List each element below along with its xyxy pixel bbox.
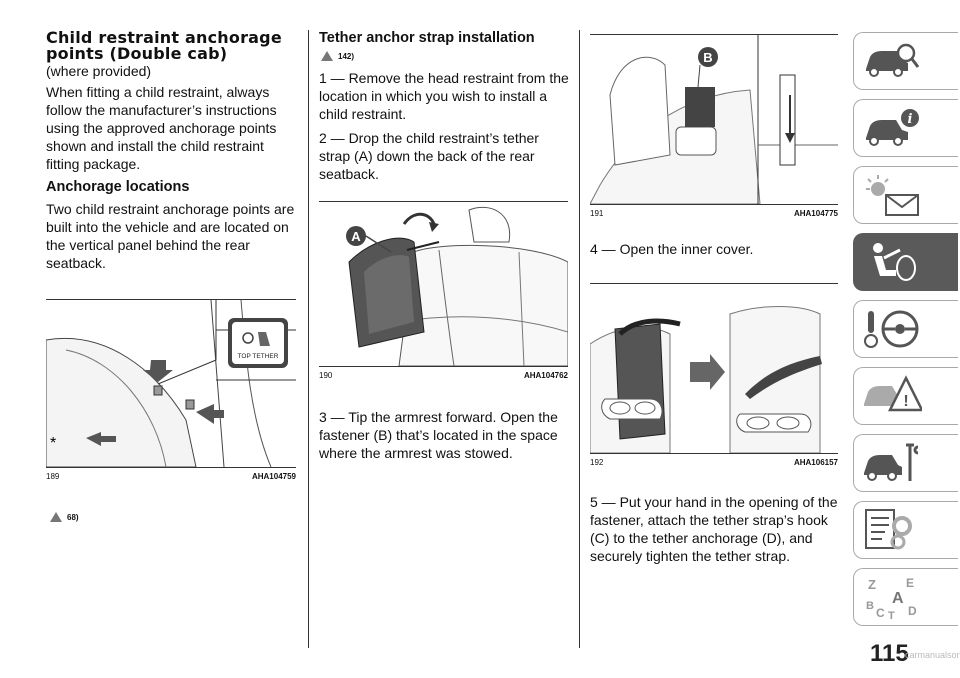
top-tether-badge: TOP TETHER [238,353,279,360]
figure-caption: 190 AHA104762 [319,371,568,380]
tab-warning-lights[interactable] [853,166,958,224]
svg-text:D: D [908,604,917,618]
figure-code: AHA104775 [793,209,838,218]
inner-cover-illustration [589,306,822,454]
figure-caption: 189 AHA104759 [46,472,296,481]
tab-knowing-vehicle[interactable] [853,32,958,90]
svg-text:A: A [892,590,904,607]
figure-caption: 191 AHA104775 [590,209,838,218]
warning-ref-number: 142) [338,51,355,61]
svg-text:i: i [908,112,913,127]
warning-triangle-icon [321,51,333,61]
label-a: A [351,229,361,244]
car-warning-icon: ! [864,375,922,412]
figure-191: B 191 AHA104775 [589,34,838,218]
anchorage-illustration: * TOP TETHER [45,299,296,468]
tab-emergency[interactable]: ! [853,367,958,425]
page-number: 115 [870,640,909,667]
figure-192: 192 AHA106157 [589,283,838,467]
tab-servicing[interactable] [853,434,958,492]
svg-text:Z: Z [868,577,876,592]
step-2: 2 — Drop the child restraint’s tether st… [319,130,539,182]
figure-number: 189 [46,472,60,481]
car-search-icon [866,43,920,77]
anchorage-paragraph: Two child restraint anchorage points are… [46,201,295,271]
figure-code: AHA104762 [523,371,568,380]
column-1: Child restraint anchorage points (Double… [46,30,298,278]
section-subtitle: (where provided) [46,63,152,79]
warning-ref[interactable]: 142) [321,51,569,61]
step-4: 4 — Open the inner cover. [590,241,754,257]
column-2: Tether anchor strap installation 142) 1 … [319,30,569,189]
tab-safety[interactable]: i [853,99,958,157]
warning-triangle-icon [50,512,62,522]
intro-paragraph: When fitting a child restraint, always f… [46,84,277,172]
tab-controls[interactable] [853,300,958,358]
figure-number: 190 [319,371,333,380]
figure-code: AHA106157 [793,458,838,467]
watermark: carmanualsonline.info [905,650,960,660]
car-service-icon [864,443,919,481]
technical-data-icon [865,509,912,550]
svg-text:T: T [888,610,895,621]
section-title: Child restraint anchorage points (Double… [46,28,282,63]
airbag-seat-icon [873,243,916,281]
figure-code: AHA104759 [251,472,296,481]
column-3-step-5: 5 — Put your hand in the opening of the … [590,493,838,571]
warning-ref[interactable]: 68) [50,512,79,522]
figure-190: A 190 AHA104762 [319,201,569,380]
svg-text:B: B [866,600,874,612]
figure-189: * TOP TETHER 189 AHA104759 [45,299,296,481]
step-5: 5 — Put your hand in the opening of the … [590,494,838,564]
tab-technical-data[interactable] [853,501,958,559]
figure-caption: 192 AHA106157 [590,458,838,467]
tether-strap-illustration: A [346,206,569,367]
fastener-illustration: B [589,35,838,205]
steering-key-icon [864,310,919,348]
marker-asterisk: * [50,435,56,452]
label-b: B [703,50,712,65]
tab-starting-driving[interactable] [853,233,958,291]
figure-number: 191 [590,209,604,218]
warning-lights-icon [866,175,919,216]
warning-ref-number: 68) [67,512,79,522]
svg-text:E: E [906,576,914,590]
column-divider [579,30,580,648]
car-info-icon: i [866,109,919,146]
column-2-lower: 3 — Tip the armrest forward. Open the fa… [319,408,569,468]
figure-number: 192 [590,458,604,467]
column-divider [308,30,309,648]
chapter-tabs: i ! [853,32,960,635]
svg-text:!: ! [903,393,908,410]
step-1: 1 — Remove the head restraint from the l… [319,70,569,122]
anchorage-heading: Anchorage locations [46,179,190,195]
svg-text:C: C [876,606,885,620]
column-3-step-4: 4 — Open the inner cover. [590,240,838,264]
tether-heading: Tether anchor strap installation [319,30,535,46]
step-3: 3 — Tip the armrest forward. Open the fa… [319,409,558,461]
